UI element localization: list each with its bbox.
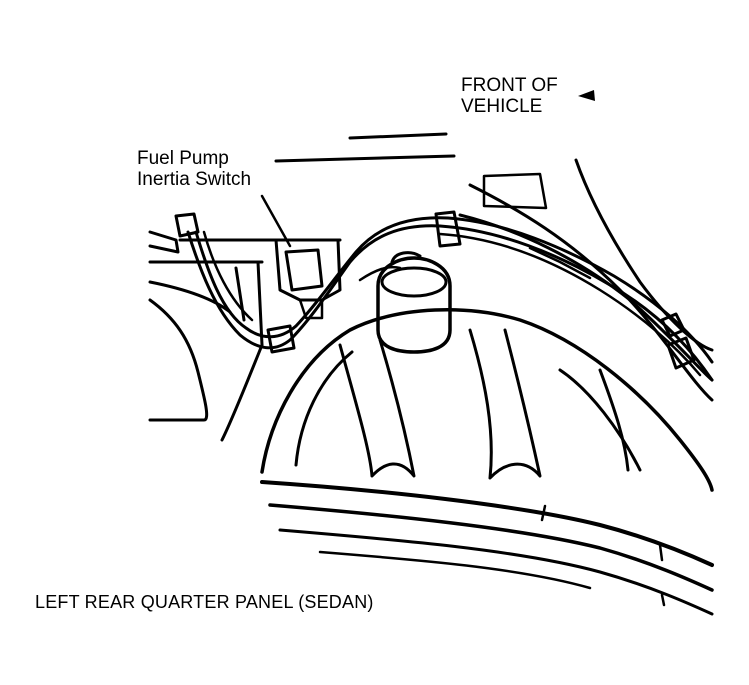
panel-edge-lines: [274, 132, 456, 163]
wiring-harness: [174, 210, 714, 382]
fuel-canister: [358, 251, 452, 354]
callout-leader-line: [260, 194, 292, 248]
wheel-well: [260, 308, 714, 492]
callout-label-line2: Inertia Switch: [137, 169, 252, 191]
front-label-line1: FRONT OF: [461, 75, 558, 96]
inertia-switch: [274, 238, 342, 320]
front-of-vehicle-label: FRONT OF VEHICLE: [461, 75, 558, 118]
callout-label: Fuel Pump Inertia Switch: [137, 148, 251, 191]
front-label-line2: VEHICLE: [461, 96, 543, 118]
diagram-caption: LEFT REAR QUARTER PANEL (SEDAN): [35, 592, 374, 612]
sill-lines: [260, 480, 714, 616]
inner-panel: [148, 230, 342, 442]
front-arrow-icon: [578, 90, 595, 101]
callout-label-line1: Fuel Pump: [137, 148, 229, 169]
